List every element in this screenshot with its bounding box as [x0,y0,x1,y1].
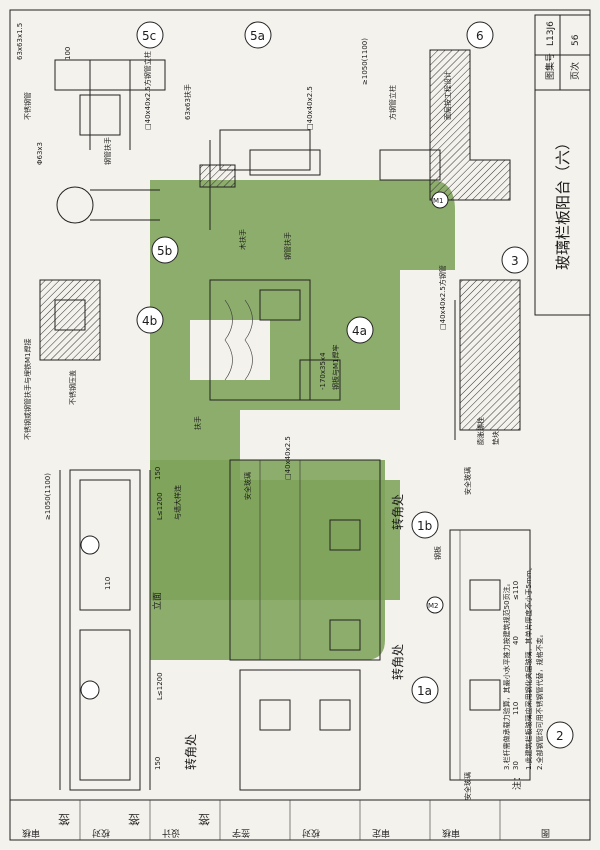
title-block: 图集号 L13J6 页次 56 玻璃栏板阳台（六） [534,14,591,316]
drawing-title: 玻璃栏板阳台（六） [554,135,572,270]
label-ss-cap: 不锈钢压盖 [68,370,77,405]
callout-1a: 1a [417,684,432,698]
label-steel-plate: 钢板 [433,546,442,560]
signature-2: 签 [128,812,140,827]
label-rubber: -170x35x4 [319,352,327,390]
elev-label: 立面 [151,592,163,610]
dim-110b: 110 [512,702,520,715]
approval-label-8: 图 [541,827,550,838]
label-glass-d: 安全玻璃 [463,772,472,800]
green-highlight-lower [150,460,385,660]
elev-dim-150b: 150 [154,757,162,770]
dim-100-a: 100 [64,47,72,60]
corner-label-1: 转角处 [183,734,198,770]
label-steel-tube: 钢管扶手 [283,232,292,260]
label-wood-rail: 木扶手 [238,229,247,250]
detail-top: 63x63x1.5 不锈钢管 Φ63x3 钢管扶手 □40x40x2.5方钢管立… [16,23,511,250]
label-phi: Φ63x3 [36,142,44,165]
callout-6: 6 [476,29,484,43]
label-floor-finish: 面层按工程设计 [443,71,452,120]
callout-3: 3 [511,254,519,268]
approval-label-3: 设计 [162,827,180,839]
callout-5b: 5b [157,244,172,258]
label-pipe-rail: 钢管扶手 [103,137,112,165]
dim-40: 40 [512,636,520,645]
page-label: 页次 [569,62,581,80]
note-3: 3.栏杆需做承载力验算，其最小水平推力按建筑规范50页注。 [502,579,511,770]
approval-label-7: 审核 [442,827,460,839]
elev-dim-110: 110 [104,577,112,590]
callout-5a: 5a [250,29,265,43]
approval-label-5: 校对 [302,827,320,839]
dim-30: 30 [512,761,520,770]
callout-2: 2 [556,729,564,743]
callout-1b: 1b [417,519,432,533]
approval-label-2: 校对 [92,827,110,839]
label-post: □40x40x2.5方钢管立柱 [143,51,152,130]
label-weld: 不锈钢或钢管扶手与埋铁M1焊接 [23,339,32,441]
notes-label: 注： [511,772,523,790]
label-top-rail: 63x63扶手 [183,84,192,120]
signature-3: 签 [198,812,210,827]
label-fence-post: 方钢管立柱 [388,85,397,120]
dim-63: 63x63x1.5 [16,23,24,60]
label-glass-mid: 安全玻璃 [463,467,472,495]
elev-right-dim: L≤1200 [156,672,164,700]
label-pad: 垫块 [491,431,500,445]
callout-m2: M2 [428,602,439,610]
label-sqtube-c: □40x40x2.5 [284,436,292,480]
page-no: 56 [571,34,581,46]
label-handrail: 扶手 [193,416,202,430]
callout-5c: 5c [142,29,156,43]
atlas-label: 图集号 [544,53,556,80]
elevation: 立面 L≤1200 L≤1200 ≥1050(1100) 与墙大样连 150 1… [44,467,198,791]
notes: 注： 1.此建筑栏板玻璃应采用钢化夹层玻璃，其单片厚度不小于5mm。 2.全部钢… [502,563,544,790]
label-glass-c: 安全玻璃 [243,472,252,500]
approval-label-6: 审定 [372,827,390,839]
detail-corner: 安全玻璃 □40x40x2.5 转角处 转角处 ≤110 40 30 110 钢… [229,436,531,800]
callouts: 5c 5a 6 5b 4b 4a 3 1b 1a 2 M1 M2 [136,21,574,749]
dim-110: ≤110 [512,581,520,600]
callout-m1: M1 [433,197,444,205]
approval-row: 审核 校对 设计 签字 校对 审定 审核 图 签 签 签 [9,799,591,841]
elev-left-dim: L≤1200 [156,492,164,520]
label-bolt: 膨胀螺栓 [476,417,485,445]
corner-label-3: 转角处 [390,644,405,680]
atlas-no: L13J6 [546,21,556,46]
approval-label-1: 审核 [22,827,40,839]
dim-1050-top: ≥1050(1100) [361,38,369,85]
elev-dim-150: 150 [154,467,162,480]
label-anchor: 钢板与M1焊牢 [331,345,340,391]
approval-label-4: 签字 [232,827,250,839]
corner-label-2: 转角处 [390,494,405,530]
note-2: 2.全部钢管均可用不锈钢管代替，规格不变。 [535,630,544,770]
callout-4b: 4b [142,314,157,328]
callout-4a: 4a [352,324,367,338]
detail-middle: 不锈钢或钢管扶手与埋铁M1焊接 不锈钢压盖 扶手 -170x35x4 钢板与M1… [23,232,521,495]
label-stainless: 不锈钢管 [23,92,32,120]
elev-height-dim: ≥1050(1100) [44,473,52,520]
note-1: 1.此建筑栏板玻璃应采用钢化夹层玻璃，其单片厚度不小于5mm。 [524,563,533,770]
label-sqtube-b: □40x40x2.5方钢管 [438,265,447,330]
elev-wall-text: 与墙大样连 [173,485,182,520]
label-sqtube: □40x40x2.5 [306,86,314,130]
signature-1: 签 [58,812,70,827]
